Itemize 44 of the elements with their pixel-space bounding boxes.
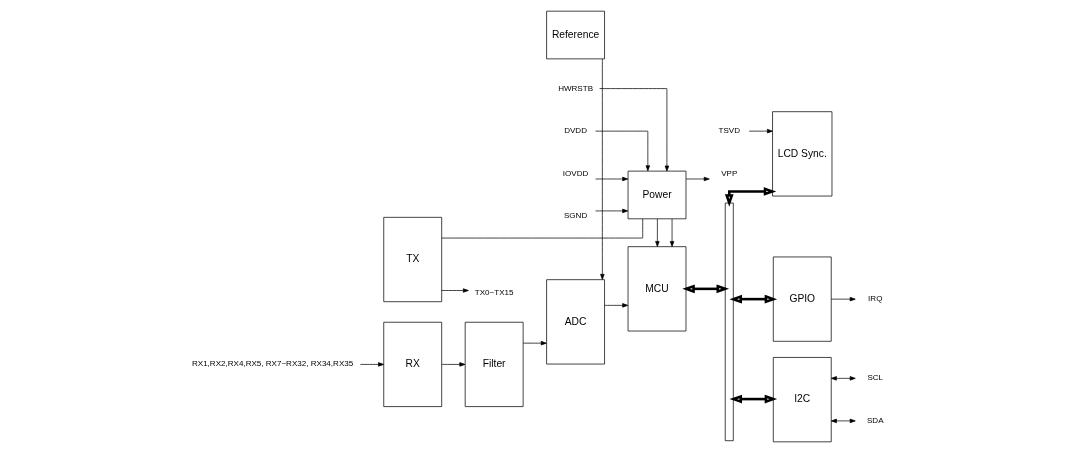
arrow	[595, 130, 650, 172]
node-text: DVDD	[564, 126, 587, 136]
arrow	[830, 296, 856, 302]
arrow	[595, 208, 629, 214]
node-text: VPP	[721, 168, 738, 178]
arrow	[729, 294, 778, 304]
arrow	[655, 218, 660, 247]
node-text: IRQ	[868, 294, 883, 304]
arrow	[441, 288, 469, 293]
arrow	[599, 88, 670, 172]
node-box: ADC	[546, 279, 605, 365]
arrow	[682, 284, 730, 294]
arrow	[724, 187, 777, 207]
node-text: RX1,RX2,RX4,RX5, RX7~RX32, RX34,RX35	[191, 359, 354, 369]
node-text: SDA	[866, 415, 884, 425]
node-text: SGND	[563, 211, 588, 221]
node-box: MCU	[627, 246, 687, 332]
arrow	[748, 128, 773, 134]
node-bar	[724, 202, 734, 442]
node-box: TX	[383, 216, 443, 303]
connector	[441, 218, 644, 239]
arrow	[669, 218, 675, 247]
arrow	[830, 418, 856, 424]
node-text: TX0~TX15	[474, 287, 514, 297]
node-text: HWRSTB	[558, 83, 594, 93]
node-box: RX	[383, 321, 443, 407]
arrow	[685, 176, 710, 182]
arrow	[729, 394, 778, 404]
node-box: LCD Sync.	[772, 111, 833, 197]
node-text: IOVDD	[562, 168, 589, 178]
node-box: I2C	[772, 357, 832, 443]
arrow	[595, 176, 629, 182]
node-text: SCL	[867, 373, 884, 383]
arrow	[360, 362, 384, 367]
arrow	[441, 362, 466, 367]
arrow	[522, 341, 547, 346]
node-text: TSVD	[718, 126, 740, 136]
node-box: Reference	[546, 10, 605, 60]
node-box: Power	[627, 170, 687, 220]
arrow	[604, 303, 629, 308]
node-box: Filter	[464, 321, 524, 407]
node-box: GPIO	[772, 256, 832, 342]
arrow	[600, 58, 605, 280]
arrow	[830, 376, 856, 381]
